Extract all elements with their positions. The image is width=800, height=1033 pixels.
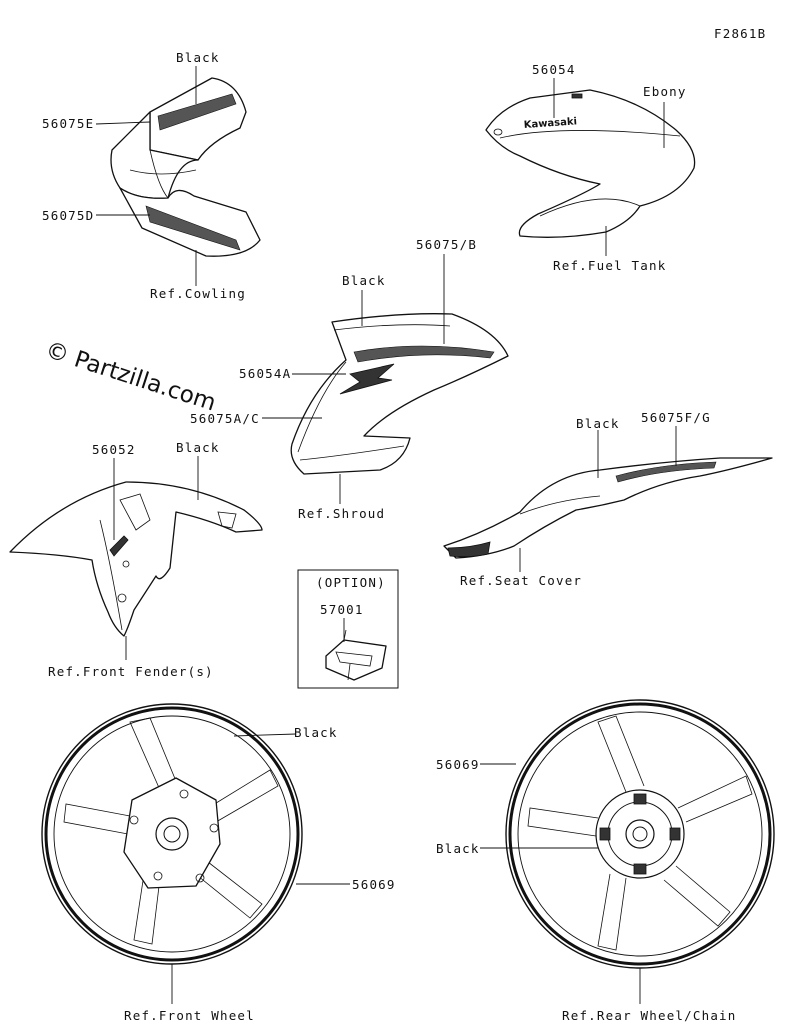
label-56054: 56054 <box>532 62 576 77</box>
label-ref-front-wheel: Ref.Front Wheel <box>124 1008 255 1023</box>
decal-56054a <box>339 363 395 395</box>
label-rear-wheel-56069: 56069 <box>436 757 480 772</box>
watermark: © Partzilla.com <box>42 337 219 417</box>
label-56075d: 56075D <box>42 208 94 223</box>
label-shroud-black: Black <box>342 273 386 288</box>
decal-56075b <box>353 345 495 363</box>
label-56054a: 56054A <box>239 366 291 381</box>
label-ref-fuel-tank: Ref.Fuel Tank <box>553 258 666 273</box>
seat-cover-part <box>443 457 773 559</box>
label-fender-black: Black <box>176 440 220 455</box>
front-wheel-part <box>41 703 303 965</box>
label-57001: 57001 <box>320 602 364 617</box>
brand-kawasaki-decal: Kawasaki <box>523 116 577 131</box>
label-ref-front-fender: Ref.Front Fender(s) <box>48 664 214 679</box>
figure-code: F2861B <box>714 26 766 41</box>
label-option: (OPTION) <box>316 575 386 590</box>
shroud-part <box>290 313 509 475</box>
label-ref-rear-wheel: Ref.Rear Wheel/Chain <box>562 1008 737 1023</box>
decal-56052 <box>109 535 129 557</box>
label-ref-cowling: Ref.Cowling <box>150 286 246 301</box>
label-front-wheel-56069: 56069 <box>352 877 396 892</box>
decal-56075fg <box>615 461 717 483</box>
label-ebony: Ebony <box>643 84 687 99</box>
label-ref-shroud: Ref.Shroud <box>298 506 385 521</box>
cowling-part <box>110 77 261 257</box>
label-56075e: 56075E <box>42 116 94 131</box>
front-fender-part <box>9 481 263 637</box>
fuel-tank-cover-part <box>485 89 696 238</box>
label-seat-black: Black <box>576 416 620 431</box>
label-56052: 56052 <box>92 442 136 457</box>
decal-56075d <box>145 205 241 251</box>
label-rear-wheel-black: Black <box>436 841 480 856</box>
label-ref-seat-cover: Ref.Seat Cover <box>460 573 582 588</box>
decal-56075e <box>157 93 237 131</box>
option-box <box>297 569 399 689</box>
svg-text:© Partzilla.com: © Partzilla.com <box>42 337 219 417</box>
label-front-wheel-black: Black <box>294 725 338 740</box>
rear-wheel-part <box>505 699 775 969</box>
label-56075fg: 56075F/G <box>641 410 711 425</box>
label-56075b: 56075/B <box>416 237 477 252</box>
label-cowl-black: Black <box>176 50 220 65</box>
label-56075ac: 56075A/C <box>190 411 260 426</box>
